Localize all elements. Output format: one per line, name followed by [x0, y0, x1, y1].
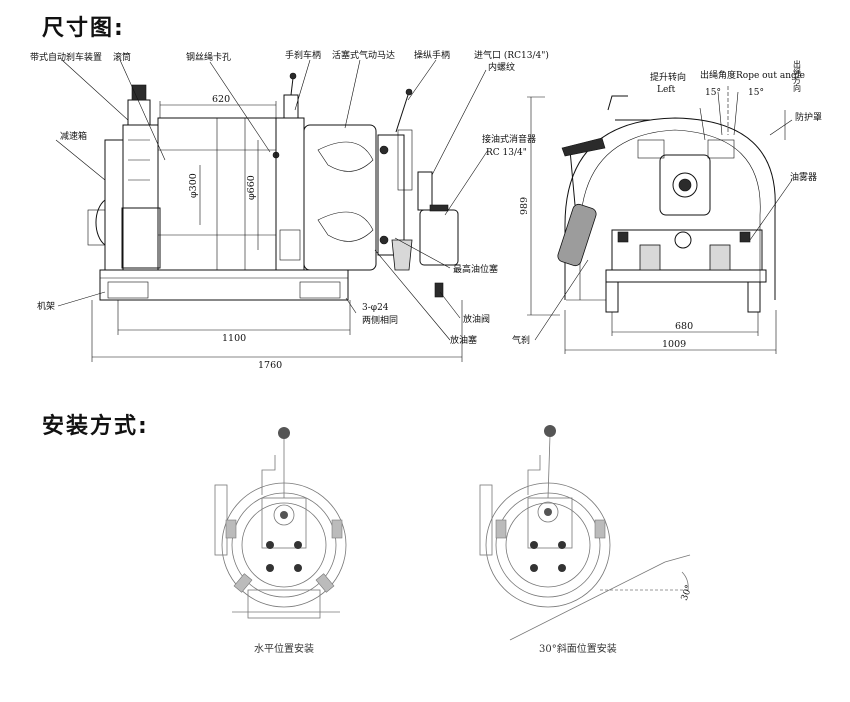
label-frame: 机架	[37, 300, 55, 312]
label-air-inlet-2: 内螺纹	[488, 61, 515, 73]
label-mount-holes-1: 3-φ24	[362, 303, 389, 313]
label-max-oil-plug: 最高油位塞	[453, 263, 498, 275]
dim-1760: 1760	[258, 360, 282, 371]
label-piston-motor: 活塞式气动马达	[332, 49, 395, 61]
dim-620: 620	[212, 94, 230, 105]
label-rope-direction: 出绳方向	[793, 59, 802, 92]
label-reducer: 减速箱	[60, 130, 87, 142]
control-handle	[395, 94, 409, 133]
dim-989: 989	[519, 197, 530, 215]
label-drain-plug: 放油塞	[450, 334, 477, 346]
dim-phi660: φ660	[246, 175, 257, 200]
label-angle-right: 15°	[748, 88, 764, 98]
air-brake-cylinder	[557, 203, 597, 267]
installation-heading: 安装方式:	[42, 414, 149, 439]
label-drum: 滚筒	[113, 51, 131, 63]
dim-680: 680	[675, 321, 693, 332]
label-air-inlet-1: 进气口 (RC13/4")	[474, 49, 549, 61]
label-muffler-1: 接油式消音器	[482, 133, 536, 145]
label-lift-direction-1: 提升转向	[650, 71, 686, 83]
label-rope-out-angle: 出绳角度Rope out angle	[700, 69, 805, 81]
label-muffler-2: RC 13/4"	[486, 148, 527, 158]
auto-brake-housing	[122, 124, 159, 271]
frame-base	[99, 269, 349, 301]
label-drain-valve: 放油阀	[463, 313, 490, 325]
dim-phi300: φ300	[188, 173, 199, 198]
caption-angle: 30°	[680, 584, 695, 602]
label-guard: 防护罩	[795, 111, 822, 123]
label-control-handle: 操纵手柄	[414, 49, 450, 61]
install-horizontal-drawing	[214, 427, 347, 619]
incline-motor-outline	[485, 482, 611, 608]
caption-incline: 30°斜面位置安装	[539, 642, 617, 655]
dimensions-heading: 尺寸图:	[42, 16, 125, 41]
dim-1100: 1100	[222, 333, 246, 344]
motor-center	[659, 154, 711, 216]
caption-horizontal: 水平位置安装	[254, 642, 314, 655]
install-incline-drawing	[479, 425, 691, 641]
label-hand-brake: 手刹车柄	[285, 49, 321, 61]
front-view-drawing	[55, 59, 489, 362]
piston-motor	[303, 124, 377, 271]
label-mount-holes-2: 两侧相同	[362, 314, 398, 326]
label-auto-brake: 带式自动刹车装置	[30, 51, 102, 63]
label-air-brake: 气刹	[512, 334, 530, 346]
label-angle-left: 15°	[705, 88, 721, 98]
label-lift-direction-2: Left	[657, 85, 676, 95]
side-view-drawing	[527, 86, 793, 354]
label-rope-clamp: 钢丝绳卡孔	[186, 51, 231, 63]
reducer-housing	[104, 139, 124, 271]
incline-plane	[509, 561, 666, 641]
label-oil-mister: 油雾器	[790, 171, 817, 183]
dim-1009: 1009	[662, 339, 686, 350]
muffler	[419, 209, 459, 266]
